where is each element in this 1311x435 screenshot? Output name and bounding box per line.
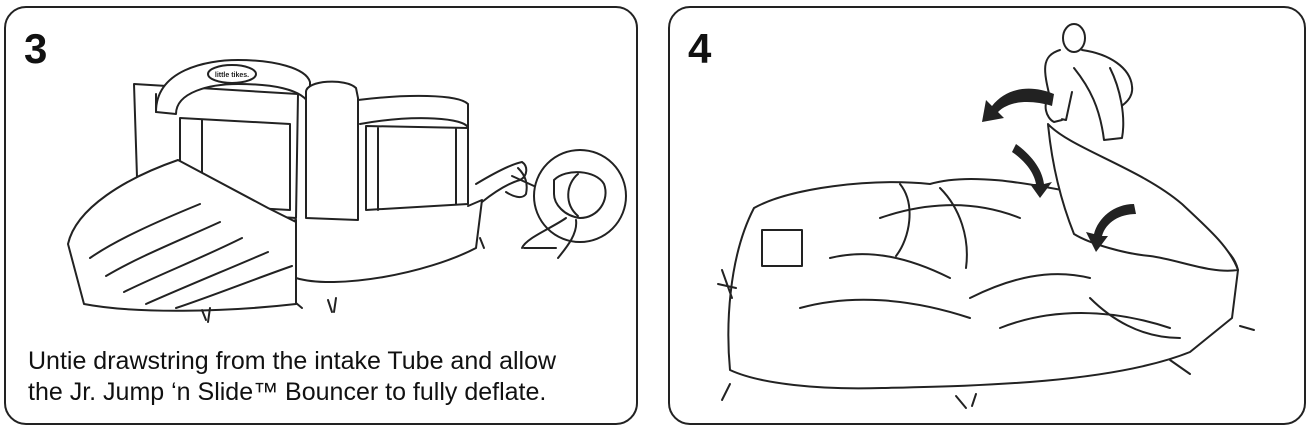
step-3-caption-line-2: the Jr. Jump ‘n Slide™ Bouncer to fully … <box>28 378 547 406</box>
step-3-caption-line-1: Untie drawstring from the intake Tube an… <box>28 347 557 375</box>
label-panel <box>762 230 802 266</box>
logo-badge-icon <box>208 65 256 83</box>
fold-arrow-icon <box>982 88 1136 252</box>
step-3-panel: 3 little tikes. <box>4 6 638 425</box>
deflated-bouncer-fold-illustration <box>670 8 1306 425</box>
bouncer-inflated-illustration: little tikes. <box>6 8 638 338</box>
step-3-number: 3 <box>24 25 47 72</box>
logo-text: little tikes. <box>215 72 249 79</box>
step-3-caption: Untie drawstring from the intake Tube an… <box>28 346 628 408</box>
person-figure <box>1045 24 1132 140</box>
step-4-panel: 4 <box>668 6 1306 425</box>
step-4-number: 4 <box>688 25 711 72</box>
